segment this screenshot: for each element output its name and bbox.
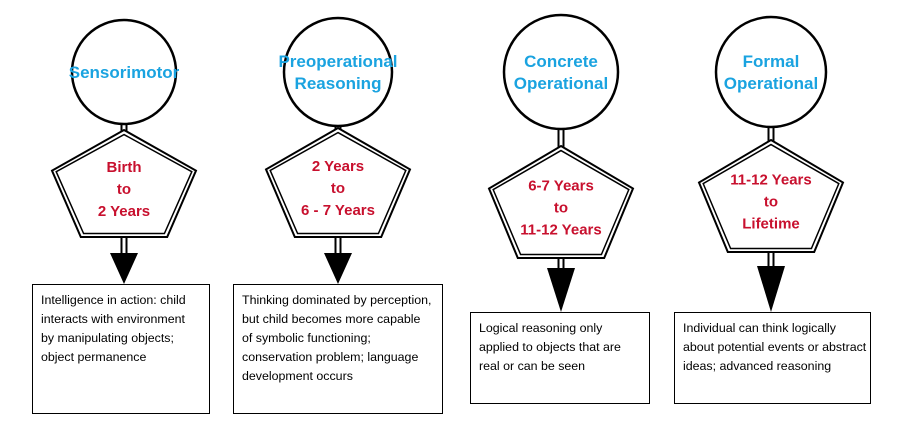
description-line: applied to objects that are xyxy=(479,340,621,354)
description-line: object permanence xyxy=(41,350,147,364)
description-line: development occurs xyxy=(242,369,353,383)
age-text-line: to xyxy=(764,194,778,211)
stage-title-line: Preoperational xyxy=(278,52,397,71)
description-line: about potential events or abstract xyxy=(683,340,867,354)
age-text-line: 11-12 Years xyxy=(520,222,601,239)
stage-title-line: Formal xyxy=(743,52,800,71)
age-text-line: 11-12 Years xyxy=(730,172,811,189)
description-box: Thinking dominated by perception, but chi… xyxy=(233,284,443,414)
stage-title-line: Operational xyxy=(724,74,818,93)
description-line: Logical reasoning only xyxy=(479,321,603,335)
description-line: interacts with environment xyxy=(41,312,185,326)
description-line: Intelligence in action: child xyxy=(41,293,186,307)
stage-circle xyxy=(714,15,828,129)
age-pentagon-inner xyxy=(702,143,840,250)
age-text-line: 2 Years xyxy=(98,203,150,220)
age-pentagon xyxy=(50,128,198,238)
age-pentagon-inner xyxy=(269,131,407,235)
description-line: conservation problem; language xyxy=(242,350,419,364)
age-text-line: 6 - 7 Years xyxy=(301,202,375,219)
description-line: but child becomes more capable xyxy=(242,312,421,326)
age-text-line: Birth xyxy=(107,159,142,176)
stage-title-line: Operational xyxy=(514,74,608,93)
description-line: by manipulating objects; xyxy=(41,331,174,345)
age-text-line: 2 Years xyxy=(312,158,364,175)
description-line: Individual can think logically xyxy=(683,321,836,335)
description-box: Individual can think logically about pote… xyxy=(674,312,871,404)
stage-circle xyxy=(502,13,620,131)
description-line: of symbolic functioning; xyxy=(242,331,371,345)
stage-title-line: Reasoning xyxy=(295,74,382,93)
age-pentagon xyxy=(697,138,845,253)
down-arrow-icon xyxy=(547,268,575,312)
stage-title-line: Concrete xyxy=(524,52,598,71)
age-pentagon xyxy=(264,126,412,238)
stage-title-line: Sensorimotor xyxy=(69,63,180,82)
age-text-line: to xyxy=(554,200,568,217)
age-text-line: to xyxy=(117,181,131,198)
age-pentagon xyxy=(487,144,635,259)
description-line: Thinking dominated by perception, xyxy=(242,293,432,307)
down-arrow-icon xyxy=(324,253,352,284)
age-pentagon-inner xyxy=(492,149,630,256)
description-line: ideas; advanced reasoning xyxy=(683,359,832,373)
age-pentagon-inner xyxy=(55,133,193,235)
stage-circle xyxy=(70,18,178,126)
age-text-line: Lifetime xyxy=(742,216,800,233)
age-text-line: 6-7 Years xyxy=(528,178,594,195)
age-text-line: to xyxy=(331,180,345,197)
down-arrow-icon xyxy=(757,266,785,312)
description-box: Logical reasoning only applied to objects… xyxy=(470,312,650,404)
description-line: real or can be seen xyxy=(479,359,586,373)
description-box: Intelligence in action: child interacts w… xyxy=(32,284,210,414)
stage-circle xyxy=(282,16,394,128)
down-arrow-icon xyxy=(110,253,138,284)
